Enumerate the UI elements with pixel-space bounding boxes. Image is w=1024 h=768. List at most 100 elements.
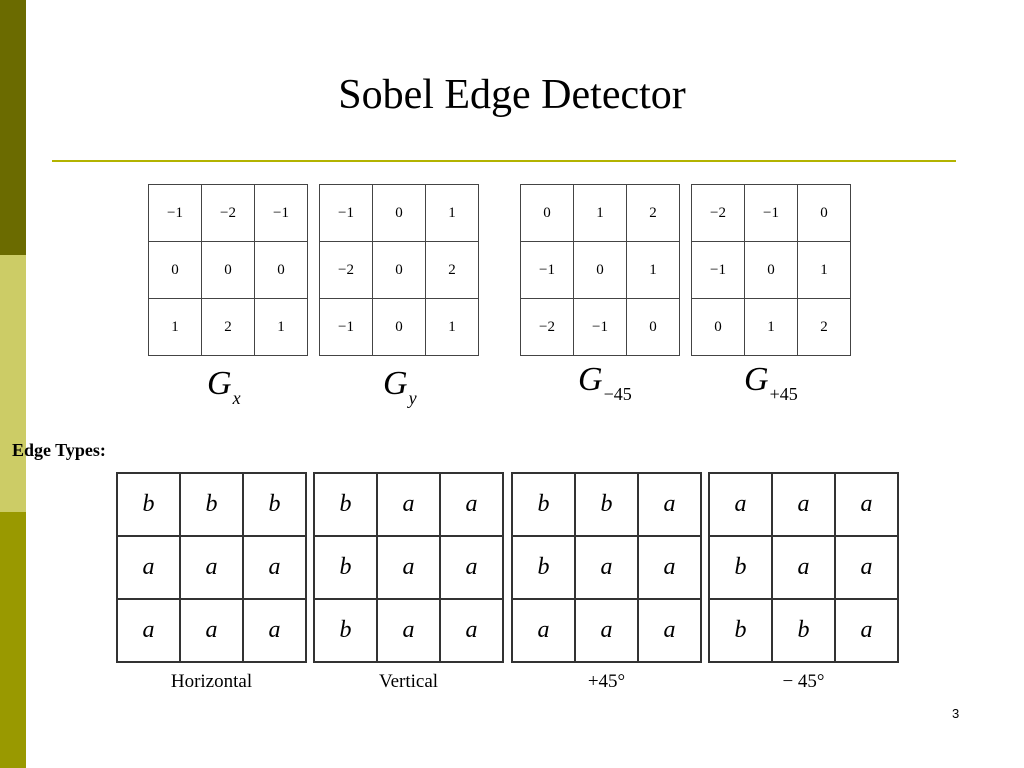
edge-cell: b [313,598,378,663]
edge-cell: a [637,598,702,663]
kernel-label-main: G [383,365,408,402]
edge-cell: a [116,598,181,663]
table-row: a a a [511,598,702,663]
table-row: b a a [313,535,504,600]
table-row: 0 0 0 [148,241,308,299]
kernel-cell: 0 [148,241,202,299]
kernel-label-sub: +45 [769,384,798,404]
edge-cell: a [771,535,836,600]
kernel-cell: −1 [744,184,798,242]
edge-cell: a [708,472,773,537]
edge-cell: a [376,535,441,600]
kernel-cell: 0 [372,298,426,356]
kernel-cell: −2 [520,298,574,356]
kernel-cell: 0 [691,298,745,356]
kernel-cell: −1 [691,241,745,299]
kernel-label-sub: x [232,388,241,408]
kernel-label-gx: Gx [207,365,241,409]
edge-cell: a [439,472,504,537]
edge-cell: b [708,598,773,663]
table-row: −2 0 2 [319,241,479,299]
edge-cell: b [313,472,378,537]
kernel-cell: 0 [372,241,426,299]
kernel-cell: 0 [520,184,574,242]
table-row: b b a [708,598,899,663]
table-row: −1 −2 −1 [148,184,308,242]
edge-cell: a [637,472,702,537]
sidebar-accent [0,0,26,768]
kernel-g-plus-45: −2 −1 0 −1 0 1 0 1 2 [691,184,851,356]
kernel-cell: 0 [626,298,680,356]
edge-cell: b [511,472,576,537]
edge-cell: a [771,472,836,537]
edge-label-plus-45: +45° [587,671,626,692]
table-row: −2 −1 0 [691,184,851,242]
page-number: 3 [952,706,960,721]
kernel-cell: 0 [797,184,851,242]
edge-label-vertical: Vertical [378,671,439,692]
kernel-label-gy: Gy [383,365,417,409]
edge-cell: b [574,472,639,537]
table-row: −1 0 1 [319,298,479,356]
sidebar-segment-top [0,0,26,255]
kernel-cell: −1 [520,241,574,299]
kernel-cell: −2 [201,184,255,242]
edge-cell: a [574,598,639,663]
edge-cell: b [179,472,244,537]
edge-cell: a [242,598,307,663]
kernel-cell: 0 [201,241,255,299]
slide-title: Sobel Edge Detector [338,72,686,118]
kernel-cell: −1 [254,184,308,242]
kernel-g-minus-45: 0 1 2 −1 0 1 −2 −1 0 [520,184,680,356]
edge-cell: a [439,598,504,663]
kernel-label-sub: −45 [603,384,632,404]
kernel-cell: 0 [573,241,627,299]
table-row: a a a [708,472,899,537]
kernel-label-main: G [744,361,769,398]
table-row: 0 1 2 [520,184,680,242]
edge-cell: b [313,535,378,600]
table-row: −1 0 1 [520,241,680,299]
kernel-cell: −1 [319,184,373,242]
kernel-gy: −1 0 1 −2 0 2 −1 0 1 [319,184,479,356]
table-row: b a a [708,535,899,600]
edge-cell: a [376,472,441,537]
table-row: 0 1 2 [691,298,851,356]
edge-cell: a [439,535,504,600]
kernel-cell: −2 [691,184,745,242]
kernel-cell: 1 [148,298,202,356]
kernel-cell: 2 [797,298,851,356]
kernel-label-main: G [207,365,232,402]
table-row: b b a [511,472,702,537]
table-row: a a a [116,598,307,663]
edge-cell: b [708,535,773,600]
edge-cell: b [771,598,836,663]
kernel-cell: 0 [744,241,798,299]
kernel-label-g-minus-45: G−45 [578,361,632,405]
table-row: b a a [313,598,504,663]
edge-cell: a [242,535,307,600]
table-row: b a a [313,472,504,537]
kernel-gx: −1 −2 −1 0 0 0 1 2 1 [148,184,308,356]
kernel-label-main: G [578,361,603,398]
table-row: 1 2 1 [148,298,308,356]
kernel-cell: 1 [797,241,851,299]
kernel-cell: 2 [626,184,680,242]
edge-cell: a [179,535,244,600]
kernel-cell: 1 [744,298,798,356]
kernel-cell: −2 [319,241,373,299]
kernel-cell: 1 [626,241,680,299]
edge-cell: a [637,535,702,600]
kernel-cell: 0 [372,184,426,242]
kernel-label-sub: y [408,388,417,408]
table-row: −1 0 1 [691,241,851,299]
edge-label-minus-45: − 45° [782,671,825,692]
edge-cell: a [834,598,899,663]
kernel-cell: 1 [425,184,479,242]
table-row: −1 0 1 [319,184,479,242]
table-row: b a a [511,535,702,600]
edge-cell: b [511,535,576,600]
kernel-cell: 1 [573,184,627,242]
edge-cell: a [574,535,639,600]
table-row: a a a [116,535,307,600]
